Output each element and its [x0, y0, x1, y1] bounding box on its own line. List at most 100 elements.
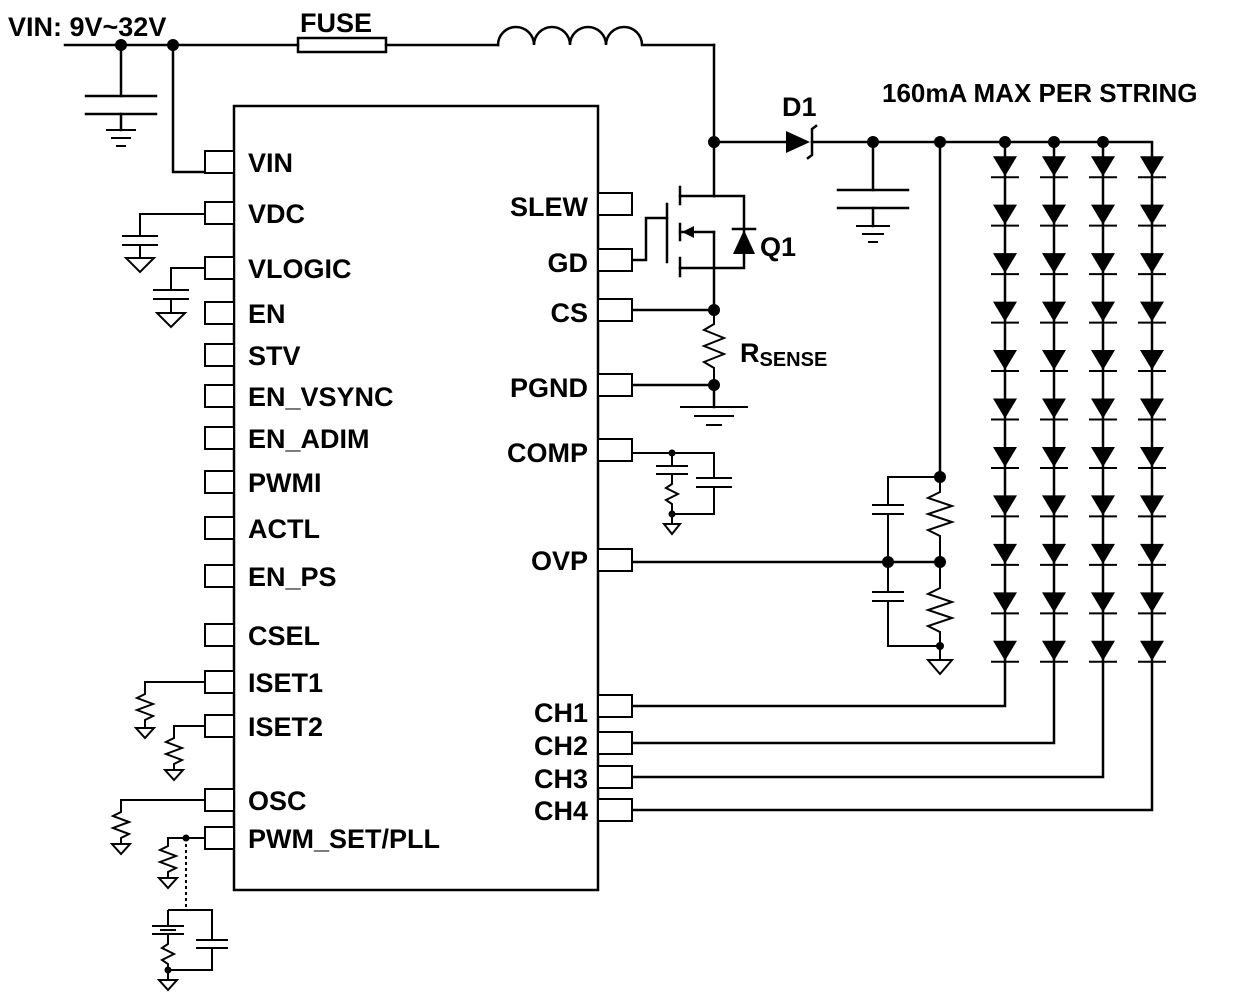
pin-label-pgnd: PGND [510, 373, 588, 403]
d1-diode [786, 131, 810, 153]
inductor [496, 25, 644, 47]
iset2-resistor [162, 725, 205, 782]
pin-label-en-vsync: EN_VSYNC [248, 382, 394, 412]
led-4-9 [1140, 543, 1164, 564]
vlogic-capacitor [153, 267, 205, 329]
pin-label-iset2: ISET2 [248, 712, 323, 742]
pin-label-vdc: VDC [248, 199, 305, 229]
pin-boxes [204, 150, 633, 850]
pin-box-comp [597, 438, 633, 462]
pin-box-ch4 [597, 798, 633, 822]
pin-label-ch3: CH3 [534, 764, 588, 794]
pin-label-gd: GD [548, 248, 589, 278]
pin-box-cs [597, 298, 633, 322]
led-2-10 [1042, 592, 1066, 613]
led-1-9 [993, 543, 1017, 564]
rsense-subscript: SENSE [760, 349, 828, 371]
pin-box-ch1 [597, 694, 633, 718]
pin-box-stv [204, 343, 235, 367]
led-strings [991, 142, 1166, 675]
led-1-4 [993, 301, 1017, 322]
led-3-11 [1091, 640, 1115, 661]
pin-box-ch2 [597, 731, 633, 755]
rsense-resistor [630, 304, 748, 426]
input-capacitor [84, 43, 158, 147]
pin-label-stv: STV [248, 341, 301, 371]
pin-box-gd [597, 248, 633, 272]
led-1-6 [993, 398, 1017, 419]
led-4-4 [1140, 301, 1164, 322]
led-4-2 [1140, 204, 1164, 225]
pin-box-actl [204, 516, 235, 540]
led-3-1 [1091, 156, 1115, 177]
pin-box-ch3 [597, 765, 633, 789]
led-3-4 [1091, 301, 1115, 322]
led-1-10 [993, 592, 1017, 613]
pin-box-en-adim [204, 426, 235, 450]
led-2-1 [1042, 156, 1066, 177]
pin-box-en-ps [204, 564, 235, 588]
pin-label-vin: VIN [248, 148, 293, 178]
input-rail [63, 39, 716, 144]
led-1-11 [993, 640, 1017, 661]
rsense-main: R [740, 338, 760, 368]
led-4-3 [1140, 253, 1164, 274]
led-2-5 [1042, 350, 1066, 371]
pwm-set-network [152, 834, 228, 992]
led-1-8 [993, 495, 1017, 516]
led-3-8 [1091, 495, 1115, 516]
boost-output [708, 124, 1154, 160]
q1-label: Q1 [760, 232, 796, 262]
led-4-6 [1140, 398, 1164, 419]
led-3-10 [1091, 592, 1115, 613]
ch3-wire [632, 675, 1105, 779]
vdc-capacitor [122, 213, 205, 274]
led-2-11 [1042, 640, 1066, 661]
pin-box-slew [597, 192, 633, 216]
pin-box-vdc [204, 201, 235, 225]
led-1-2 [993, 204, 1017, 225]
pin-box-en-vsync [204, 384, 235, 408]
output-capacitor [836, 140, 910, 243]
iset1-resistor [133, 681, 205, 740]
ch4-wire [632, 675, 1154, 812]
pin-label-en: EN [248, 299, 286, 329]
led-2-8 [1042, 495, 1066, 516]
pin-label-vlogic: VLOGIC [248, 254, 352, 284]
led-1-7 [993, 446, 1017, 467]
fuse [296, 36, 388, 54]
led-3-2 [1091, 204, 1115, 225]
pin-label-pwmi: PWMI [248, 468, 322, 498]
pin-label-en-adim: EN_ADIM [248, 424, 370, 454]
pin-box-iset1 [204, 670, 235, 694]
pin-label-comp: COMP [507, 438, 588, 468]
led-1-3 [993, 253, 1017, 274]
led-1-1 [993, 156, 1017, 177]
ch2-wire [632, 675, 1056, 745]
ovp-divider [630, 140, 956, 676]
ch1-wire [632, 675, 1007, 708]
pin-box-osc [204, 788, 235, 812]
pin-box-iset2 [204, 714, 235, 738]
led-2-4 [1042, 301, 1066, 322]
led-2-2 [1042, 204, 1066, 225]
fuse-label: FUSE [300, 8, 372, 38]
led-4-8 [1140, 495, 1164, 516]
led-4-11 [1140, 640, 1164, 661]
led-2-7 [1042, 446, 1066, 467]
pin-label-ovp: OVP [531, 546, 588, 576]
pin-label-csel: CSEL [248, 621, 320, 651]
mosfet-q1 [630, 140, 757, 312]
pin-label-ch2: CH2 [534, 731, 588, 761]
pin-box-pgnd [597, 373, 633, 397]
led-2-9 [1042, 543, 1066, 564]
pin-box-en [204, 301, 235, 325]
pin-box-vin [204, 150, 235, 174]
led-4-7 [1140, 446, 1164, 467]
pin-label-slew: SLEW [510, 192, 589, 222]
pin-label-iset1: ISET1 [248, 668, 323, 698]
pin-label-osc: OSC [248, 786, 307, 816]
led-4-10 [1140, 592, 1164, 613]
pin-label-ch1: CH1 [534, 698, 588, 728]
